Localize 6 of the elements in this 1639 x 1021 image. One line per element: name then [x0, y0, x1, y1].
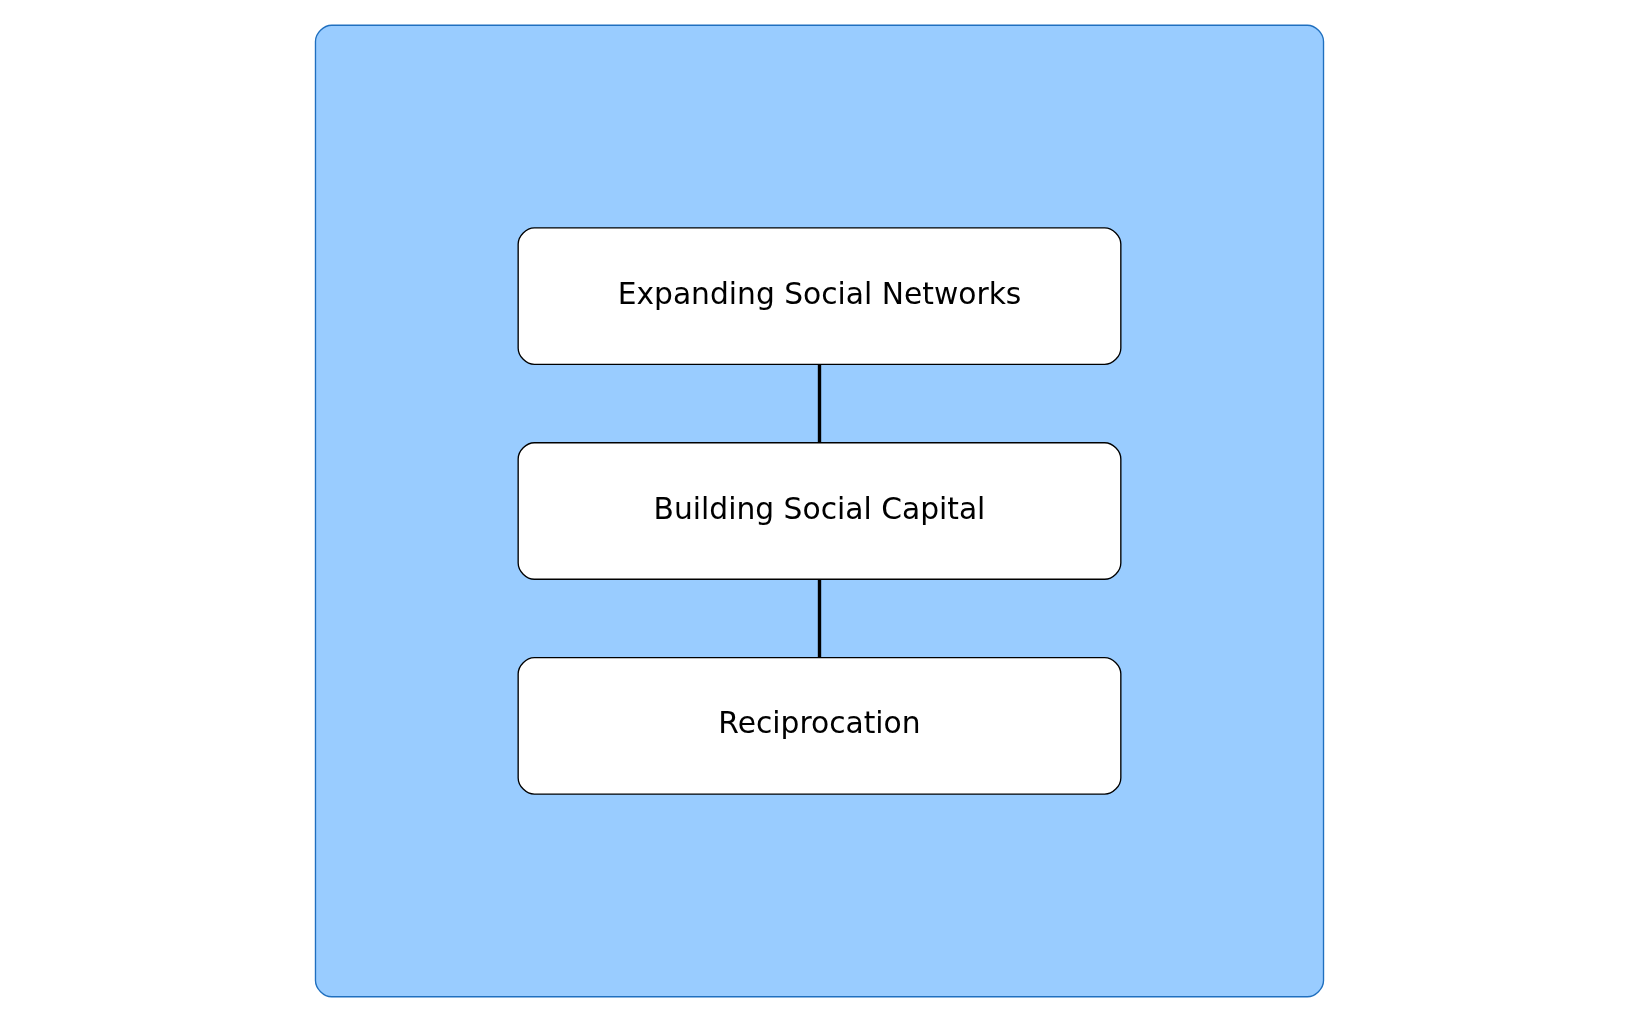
- connector: [817, 364, 822, 443]
- node-box: Reciprocation: [517, 656, 1122, 795]
- node-box: Building Social Capital: [517, 441, 1122, 580]
- connector: [817, 579, 822, 657]
- node-box: Expanding Social Networks: [517, 226, 1122, 365]
- cluster: [314, 24, 1325, 997]
